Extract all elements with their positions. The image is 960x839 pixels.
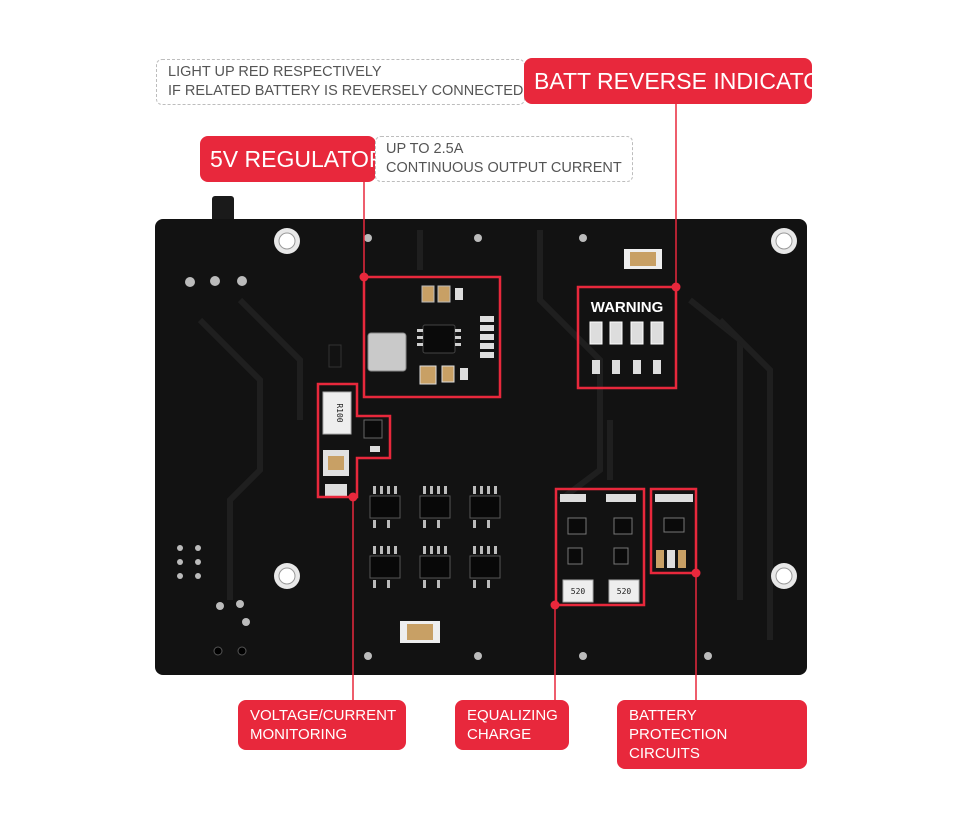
- connector-switch: [212, 196, 234, 226]
- svg-text:R100: R100: [335, 403, 344, 422]
- equalizing-components: 520 520: [560, 494, 640, 603]
- regulator-note: UP TO 2.5A CONTINUOUS OUTPUT CURRENT: [375, 136, 633, 182]
- equalizing-line1: EQUALIZING: [467, 707, 558, 724]
- batt-reverse-note: LIGHT UP RED RESPECTIVELY IF RELATED BAT…: [156, 59, 525, 105]
- top-right-component: [624, 249, 662, 269]
- highlight-warning: [576, 285, 678, 390]
- svg-text:520: 520: [571, 587, 586, 596]
- protection-line2: CIRCUITS: [629, 745, 700, 762]
- batt-reverse-note-line2: IF RELATED BATTERY IS REVERSELY CONNECTE…: [168, 83, 524, 99]
- warning-silkscreen: WARNING: [591, 299, 664, 316]
- pads-bottom-left: [213, 646, 247, 656]
- battery-protection-label: BATTERY PROTECTION CIRCUITS: [617, 700, 807, 769]
- svg-text:520: 520: [617, 587, 632, 596]
- leader-lines: [352, 104, 697, 702]
- pcb-board: [155, 219, 807, 675]
- batt-reverse-title: BATT REVERSE INDICATOR: [524, 58, 838, 104]
- regulator-note-line1: UP TO 2.5A: [386, 141, 464, 157]
- voltage-line1: VOLTAGE/CURRENT: [250, 707, 397, 724]
- voltage-line2: MONITORING: [250, 726, 348, 743]
- equalizing-charge-label: EQUALIZING CHARGE: [455, 700, 569, 750]
- regulator-note-line2: CONTINUOUS OUTPUT CURRENT: [386, 160, 622, 176]
- protection-line1: BATTERY PROTECTION: [629, 707, 728, 743]
- highlight-regulator: [362, 275, 502, 399]
- voltage-monitoring-label: VOLTAGE/CURRENT MONITORING: [238, 700, 406, 750]
- highlight-boxes: [316, 275, 698, 607]
- bottom-component: [400, 621, 440, 643]
- highlight-equalizing: [554, 487, 646, 607]
- highlight-voltage: [316, 382, 392, 499]
- mosfet-array: [369, 486, 501, 588]
- leader-dots: [348, 272, 701, 610]
- protection-components: [655, 494, 693, 568]
- highlight-protection: [649, 487, 698, 575]
- vias: [177, 234, 712, 660]
- reverse-leds: [589, 321, 664, 374]
- equalizing-line2: CHARGE: [467, 726, 532, 743]
- regulator-components: [367, 285, 494, 385]
- regulator-title: 5V REGULATOR: [200, 136, 386, 182]
- mounting-holes: [274, 228, 797, 589]
- shunt-components: R100: [322, 391, 383, 496]
- batt-reverse-note-line1: LIGHT UP RED RESPECTIVELY: [168, 64, 382, 80]
